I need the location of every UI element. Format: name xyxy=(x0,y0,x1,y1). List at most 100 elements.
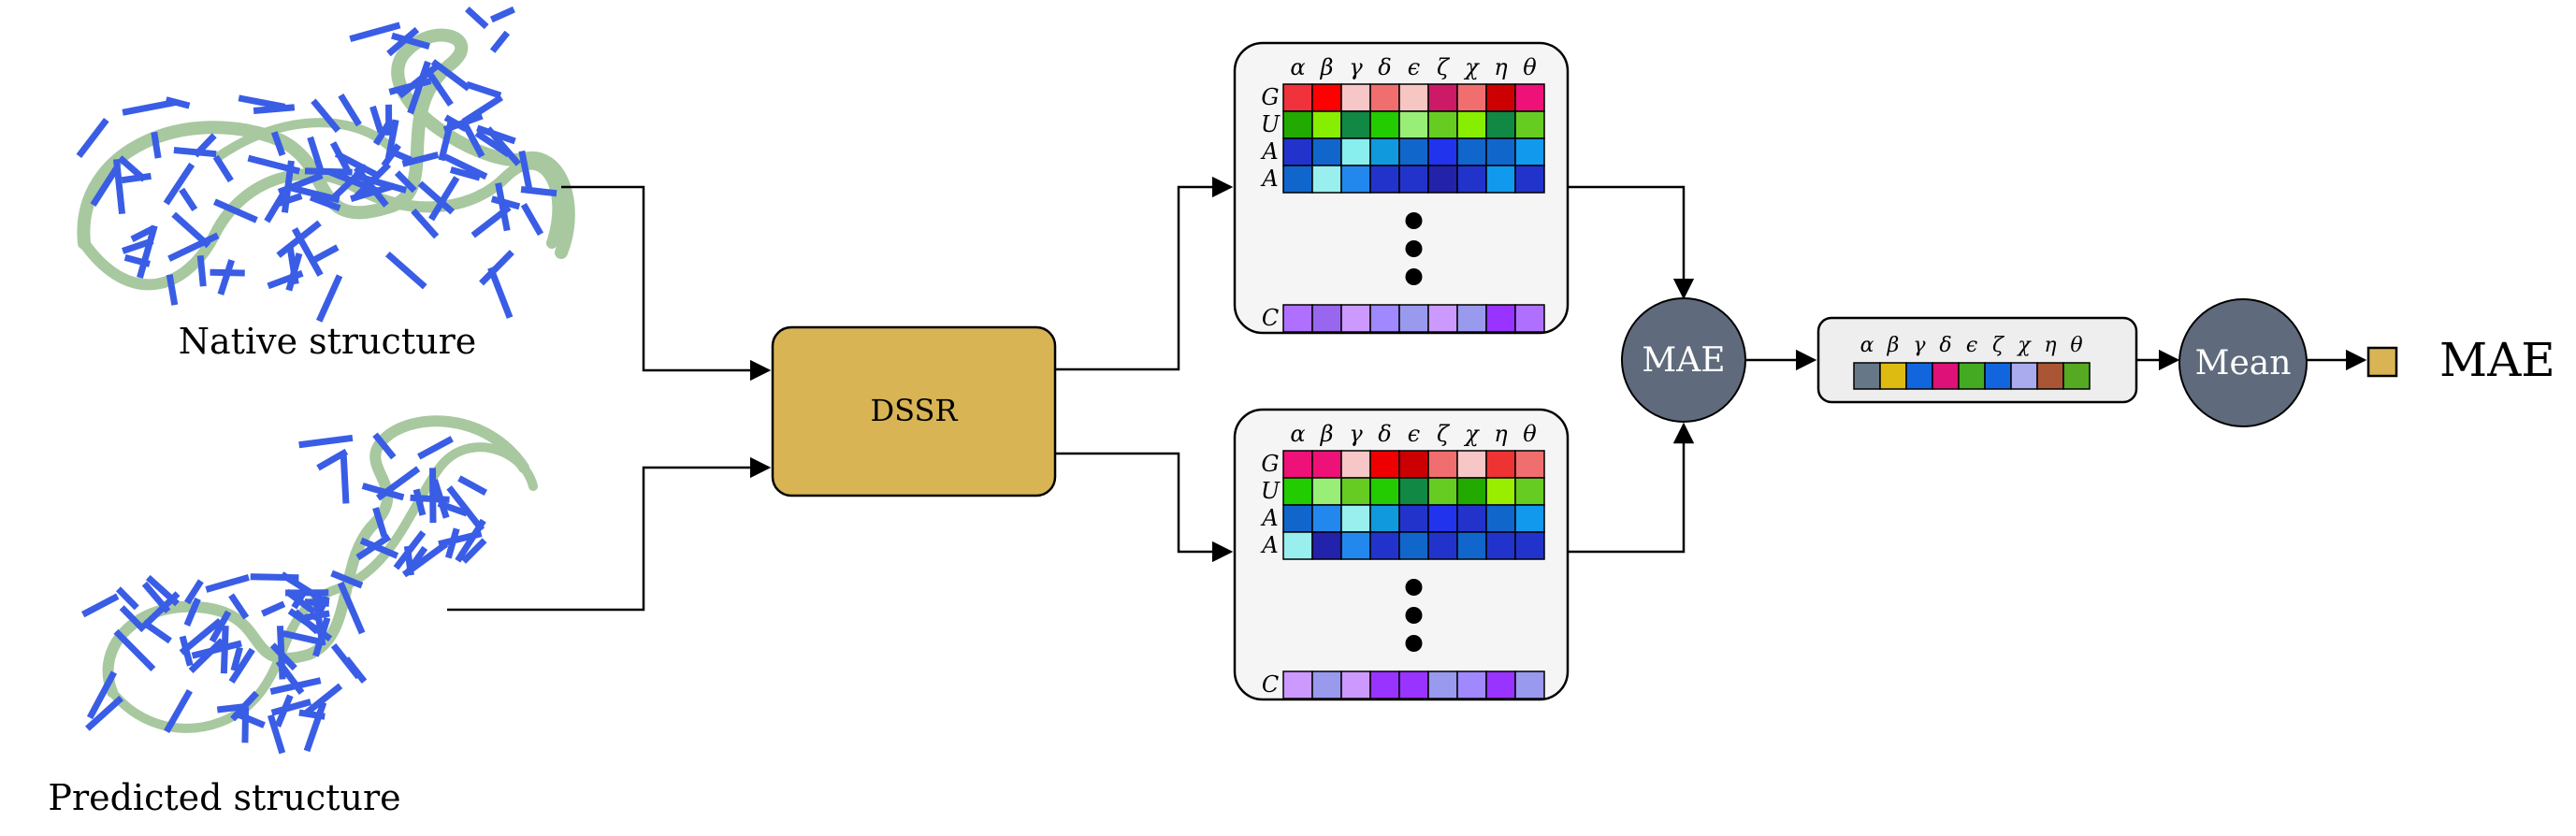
base-stick xyxy=(520,186,557,197)
matrix-cell xyxy=(1398,450,1429,479)
base-stick xyxy=(86,670,118,720)
base-stick xyxy=(288,184,340,204)
base-stick xyxy=(213,198,258,223)
base-stick xyxy=(276,220,322,258)
matrix-cell xyxy=(1398,304,1429,333)
base-stick xyxy=(401,151,440,167)
base-stick xyxy=(352,162,392,201)
matrix-cell xyxy=(1282,137,1313,166)
angle-header: α xyxy=(1290,421,1305,447)
native-structure-image xyxy=(76,6,575,323)
matrix-cell xyxy=(1427,477,1458,506)
angle-header: θ xyxy=(1523,54,1537,80)
base-stick xyxy=(385,147,412,164)
base-stick xyxy=(489,30,511,53)
base-stick xyxy=(355,534,392,561)
base-stick xyxy=(388,78,432,95)
mae-vector-cell xyxy=(1984,362,2012,390)
base-stick xyxy=(457,475,488,497)
matrix-cell xyxy=(1514,165,1545,194)
nucleotide-label: A xyxy=(1260,505,1278,531)
matrix-cell xyxy=(1369,110,1400,139)
base-stick xyxy=(369,105,384,134)
matrix-cell xyxy=(1456,670,1487,699)
matrix-cell xyxy=(1514,670,1545,699)
base-stick xyxy=(275,193,303,208)
ellipsis-dot xyxy=(1405,607,1423,624)
base-stick xyxy=(443,153,488,180)
matrix-cell xyxy=(1311,137,1342,166)
base-stick xyxy=(167,232,220,262)
base-stick xyxy=(449,166,481,181)
base-stick xyxy=(298,709,326,720)
base-stick xyxy=(117,155,147,182)
mae-node-label: MAE xyxy=(1642,341,1725,380)
matrix-cell xyxy=(1485,670,1516,699)
ellipsis-dot xyxy=(1405,635,1423,652)
matrix-cell xyxy=(1514,477,1545,506)
mae-vector-cell xyxy=(1958,362,1986,390)
matrix-cell xyxy=(1456,110,1487,139)
angle-header: ϵ xyxy=(1966,334,1977,357)
base-stick xyxy=(212,154,234,183)
base-stick xyxy=(81,593,120,618)
base-stick xyxy=(407,60,431,115)
matrix-cell xyxy=(1427,137,1458,166)
mae-vector-cell xyxy=(2062,362,2091,390)
matrix-cell xyxy=(1456,450,1487,479)
matrix-cell xyxy=(1369,304,1400,333)
base-stick xyxy=(394,170,417,194)
base-stick xyxy=(261,600,286,617)
matrix-cell xyxy=(1369,477,1400,506)
base-stick xyxy=(474,130,511,158)
base-stick xyxy=(85,695,124,731)
matrix-cell xyxy=(1369,137,1400,166)
mae-vector-cell xyxy=(1853,362,1881,390)
base-stick xyxy=(209,610,232,643)
base-stick xyxy=(293,609,320,635)
base-stick xyxy=(428,176,460,222)
base-stick xyxy=(520,203,544,237)
matrix-cell xyxy=(1282,110,1313,139)
ellipsis-dot xyxy=(1405,240,1423,257)
matrix-cell xyxy=(1282,670,1313,699)
base-stick xyxy=(183,598,201,627)
matrix-cell xyxy=(1485,110,1516,139)
base-stick xyxy=(411,208,440,239)
base-stick xyxy=(479,250,514,286)
angle-header: δ xyxy=(1939,334,1951,357)
matrix-cell xyxy=(1485,504,1516,533)
matrix-cell xyxy=(1311,504,1342,533)
base-stick xyxy=(391,32,430,50)
angle-header: χ xyxy=(1463,54,1480,80)
base-stick xyxy=(280,571,326,604)
angle-header: α xyxy=(1860,334,1874,357)
base-stick xyxy=(165,96,191,109)
base-stick xyxy=(184,579,204,605)
matrix-cell xyxy=(1398,504,1429,533)
base-stick xyxy=(267,269,304,290)
base-stick xyxy=(316,448,349,471)
matrix-cell xyxy=(1456,137,1487,166)
base-stick xyxy=(217,259,236,295)
angle-header: δ xyxy=(1378,54,1391,80)
base-stick xyxy=(298,434,354,449)
base-stick xyxy=(76,117,109,158)
base-stick xyxy=(330,569,364,589)
base-stick xyxy=(304,598,330,607)
base-stick xyxy=(340,455,350,504)
predicted-structure-label: Predicted structure xyxy=(48,777,400,818)
base-stick xyxy=(349,22,401,43)
output-square xyxy=(2366,346,2398,378)
base-stick xyxy=(334,151,381,180)
base-stick xyxy=(141,619,172,644)
matrix-cell xyxy=(1427,110,1458,139)
matrix-cell xyxy=(1282,477,1313,506)
matrix-cell xyxy=(1398,477,1429,506)
base-stick xyxy=(304,610,330,621)
base-stick xyxy=(385,251,427,290)
matrix-cell xyxy=(1369,670,1400,699)
matrix-cell xyxy=(1514,83,1545,112)
